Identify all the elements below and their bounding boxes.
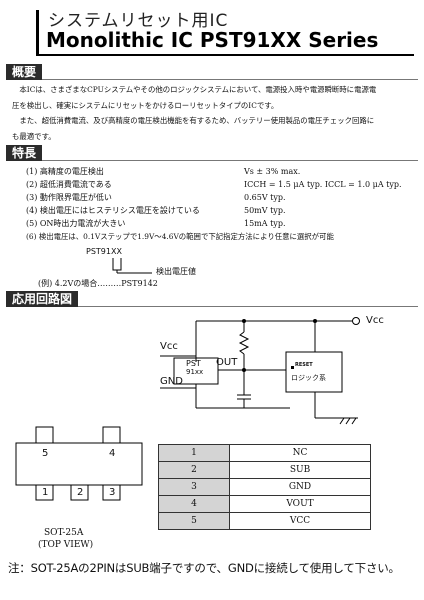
- feature-value: Vs ± 3% max.: [244, 167, 301, 176]
- pin-function: VCC: [229, 512, 371, 530]
- feature-item: (3) 動作限界電圧が低い 0.65V typ.: [26, 191, 418, 204]
- ic-name: PST: [186, 359, 201, 368]
- title-japanese: システムリセット用IC: [48, 11, 229, 31]
- feature-label: (6) 検出電圧は、0.1Vステップで1.9V～4.6Vの範囲で下記指定方法によ…: [26, 232, 334, 241]
- pin-label: 1: [42, 487, 49, 498]
- pin-label: 2: [77, 487, 84, 498]
- title-underline: [36, 54, 414, 56]
- feature-item: (6) 検出電圧は、0.1Vステップで1.9V～4.6Vの範囲で下記指定方法によ…: [26, 230, 418, 243]
- pin-number: 5: [158, 512, 230, 530]
- out-label: OUT: [216, 357, 238, 368]
- part-code-bracket: [112, 258, 152, 274]
- pin-label: 5: [42, 448, 49, 459]
- part-code: PST91XX: [86, 247, 122, 256]
- footnote: 注：SOT-25Aの2PINはSUB端子ですので、GNDに接続して使用して下さい…: [8, 561, 400, 575]
- overview-line: 圧を検出し、確実にシステムにリセットをかけるローリセットタイプのICです。: [12, 100, 279, 110]
- ic-suffix: 91xx: [186, 368, 204, 376]
- pin-number: 3: [158, 478, 230, 496]
- package-view: (TOP VIEW): [38, 540, 94, 550]
- application-heading: 応用回路図: [6, 291, 79, 307]
- application-section: 応用回路図: [6, 291, 418, 307]
- feature-item: (2) 超低消費電流である ICCH = 1.5 μA typ. ICCL = …: [26, 178, 418, 191]
- pin-function: SUB: [229, 461, 371, 479]
- logic-block-label: ロジック系: [291, 374, 326, 382]
- pin-function: NC: [229, 444, 371, 462]
- vcc-label: Vcc: [160, 341, 178, 352]
- pin-number: 1: [158, 444, 230, 462]
- pin-function: GND: [229, 478, 371, 496]
- gnd-label: GND: [160, 376, 183, 387]
- overview-line: 本ICは、さまざまなCPUシステムやその他のロジックシステムにおいて、電源投入時…: [19, 85, 377, 94]
- pin-label: 3: [109, 487, 116, 498]
- table-row: 2 SUB: [158, 461, 371, 479]
- section-divider: [42, 79, 418, 80]
- feature-label: (3) 動作限界電圧が低い: [26, 193, 112, 202]
- overview-heading: 概要: [6, 64, 43, 80]
- title-accent-bar: [36, 10, 39, 54]
- feature-label: (1) 高精度の電圧検出: [26, 167, 104, 176]
- feature-value: ICCH = 1.5 μA typ. ICCL = 1.0 μA typ.: [244, 180, 402, 189]
- feature-value: 15mA typ.: [244, 219, 286, 228]
- table-row: 5 VCC: [158, 512, 371, 530]
- feature-value: 0.65V typ.: [244, 193, 286, 202]
- table-row: 3 GND: [158, 478, 371, 496]
- feature-item: (1) 高精度の電圧検出 Vs ± 3% max.: [26, 165, 418, 178]
- overview-body: 本ICは、さまざまなCPUシステムやその他のロジックシステムにおいて、電源投入時…: [12, 82, 417, 144]
- pin-number: 4: [158, 495, 230, 513]
- pin-table: 1 NC 2 SUB 3 GND 4 VOUT 5 VCC: [158, 444, 371, 530]
- overview-line: また、超低消費電流、及び高精度の電圧検出機能を有するため、バッテリー使用製品の電…: [19, 116, 375, 125]
- table-row: 4 VOUT: [158, 495, 371, 513]
- pin-number: 2: [158, 461, 230, 479]
- features-section: 特長: [6, 145, 418, 161]
- section-divider: [42, 160, 418, 161]
- features-heading: 特長: [6, 145, 43, 161]
- feature-label: (5) ON時出力電流が大きい: [26, 219, 126, 228]
- features-list: (1) 高精度の電圧検出 Vs ± 3% max. (2) 超低消費電流である …: [26, 165, 418, 243]
- package-name: SOT-25A: [44, 528, 84, 538]
- feature-item: (5) ON時出力電流が大きい 15mA typ.: [26, 217, 418, 230]
- section-divider: [78, 306, 418, 307]
- package-outline: [15, 426, 143, 501]
- feature-item: (4) 検出電圧にはヒステリシス電圧を設けている 50mV typ.: [26, 204, 418, 217]
- reset-label: RESET: [295, 362, 313, 368]
- pin-label: 4: [109, 448, 116, 459]
- overview-line: も最適です。: [12, 131, 56, 141]
- part-code-annotation: 検出電圧値: [156, 267, 196, 276]
- feature-label: (2) 超低消費電流である: [26, 180, 112, 189]
- application-circuit: [160, 317, 360, 425]
- feature-value: 50mV typ.: [244, 206, 286, 215]
- overview-section: 概要: [6, 64, 418, 80]
- table-row: 1 NC: [158, 444, 371, 462]
- pin-function: VOUT: [229, 495, 371, 513]
- title-english: Monolithic IC PST91XX Series: [46, 28, 379, 52]
- feature-label: (4) 検出電圧にはヒステリシス電圧を設けている: [26, 206, 200, 215]
- vcc-terminal-label: Vcc: [366, 315, 384, 326]
- part-code-example: (例) 4.2Vの場合………PST9142: [38, 279, 158, 288]
